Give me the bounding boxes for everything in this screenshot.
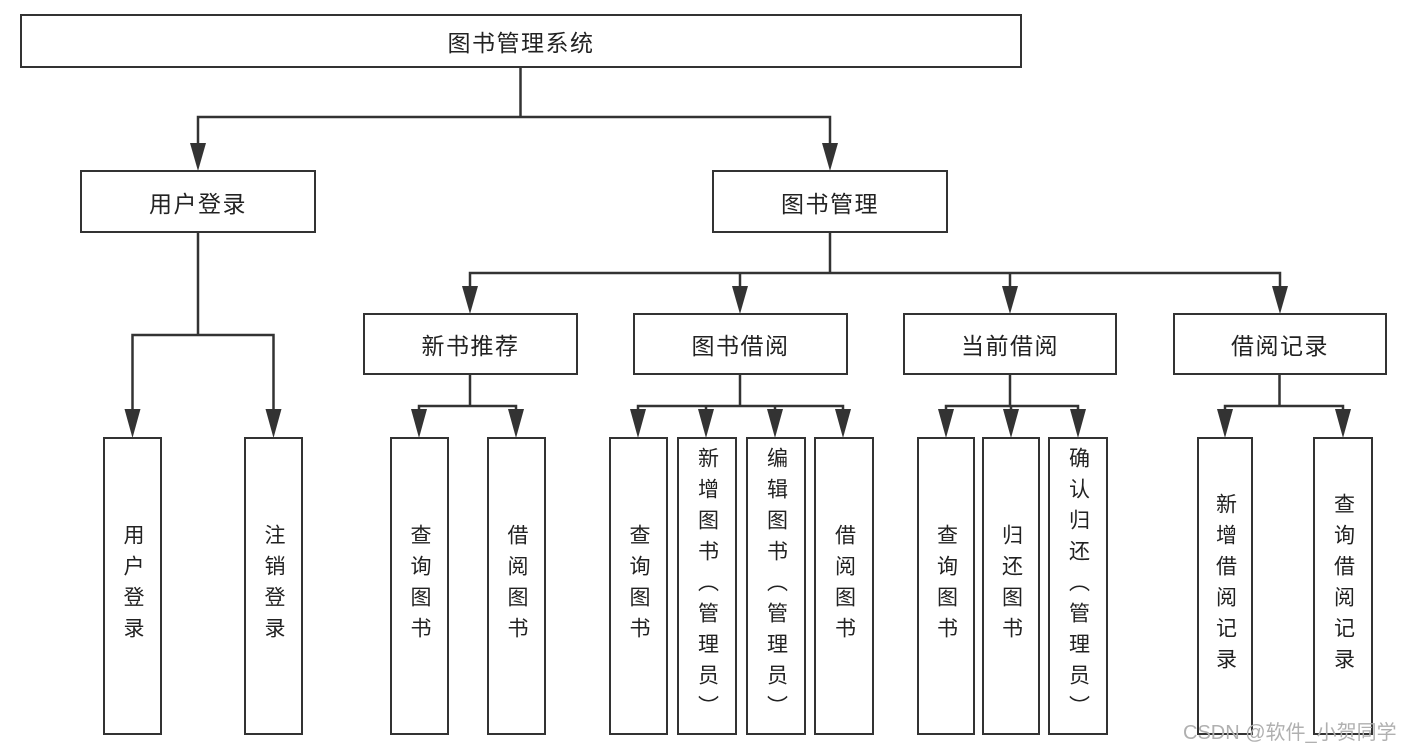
arrowhead	[508, 409, 524, 438]
leaf-recommend-search-books: 查询图书	[390, 437, 449, 735]
leaf-edit-books-admin-label: 编辑图书（管理员）	[764, 446, 788, 726]
leaf-confirm-return-admin: 确认归还（管理员）	[1048, 437, 1108, 735]
leaf-logout-label: 注销登录	[262, 524, 285, 648]
csdn-watermark: CSDN @软件_小贺同学	[1183, 722, 1397, 744]
arrowhead	[630, 409, 646, 438]
leaf-borrow-books-label: 借阅图书	[832, 524, 856, 648]
leaf-current-search-books: 查询图书	[917, 437, 975, 735]
leaf-borrow-search-books: 查询图书	[609, 437, 668, 735]
leaf-search-borrow-record-label: 查询借阅记录	[1331, 493, 1355, 679]
arrowhead	[1217, 409, 1233, 438]
arrowhead	[732, 286, 748, 314]
leaf-confirm-return-admin-label: 确认归还（管理员）	[1066, 446, 1090, 726]
arrowhead	[1003, 409, 1019, 438]
leaf-logout: 注销登录	[244, 437, 303, 735]
arrowhead	[767, 409, 783, 438]
node-book-management: 图书管理	[712, 170, 948, 233]
node-user-login: 用户登录	[80, 170, 316, 233]
arrowhead	[1002, 286, 1018, 314]
leaf-return-books: 归还图书	[982, 437, 1040, 735]
arrowhead	[265, 409, 282, 438]
arrowhead	[190, 143, 206, 171]
leaf-search-borrow-record: 查询借阅记录	[1313, 437, 1373, 735]
arrowhead	[411, 409, 427, 438]
node-book-borrow-label: 图书借阅	[691, 333, 790, 359]
node-root-label: 图书管理系统	[447, 30, 595, 56]
leaf-add-borrow-record-label: 新增借阅记录	[1213, 493, 1237, 679]
arrowhead	[835, 409, 851, 438]
node-new-book-recommend: 新书推荐	[363, 313, 578, 375]
leaf-borrow-books: 借阅图书	[814, 437, 874, 735]
leaf-add-borrow-record: 新增借阅记录	[1197, 437, 1253, 735]
leaf-recommend-search-books-label: 查询图书	[408, 524, 431, 648]
leaf-borrow-search-books-label: 查询图书	[627, 524, 650, 648]
node-borrow-records: 借阅记录	[1173, 313, 1387, 375]
leaf-edit-books-admin: 编辑图书（管理员）	[746, 437, 806, 735]
node-book-borrow: 图书借阅	[633, 313, 848, 375]
arrowheads	[124, 143, 1351, 438]
node-user-login-label: 用户登录	[149, 190, 247, 217]
leaf-add-books-admin: 新增图书（管理员）	[677, 437, 737, 735]
arrowhead	[938, 409, 954, 438]
leaf-add-books-admin-label: 新增图书（管理员）	[695, 446, 719, 726]
arrowhead	[462, 286, 478, 314]
leaf-return-books-label: 归还图书	[999, 524, 1023, 648]
arrowhead	[822, 143, 838, 171]
leaf-user-login-label: 用户登录	[121, 524, 144, 648]
leaf-current-search-books-label: 查询图书	[934, 524, 958, 648]
arrowhead	[1070, 409, 1086, 438]
connector	[131, 64, 1345, 412]
arrowhead	[1335, 409, 1351, 438]
node-new-book-recommend-label: 新书推荐	[421, 333, 520, 359]
arrowhead	[1272, 286, 1288, 314]
arrowhead	[698, 409, 714, 438]
arrowhead	[124, 409, 141, 438]
node-root: 图书管理系统	[20, 14, 1022, 68]
node-current-borrow-label: 当前借阅	[961, 333, 1059, 359]
node-borrow-records-label: 借阅记录	[1231, 333, 1329, 359]
leaf-recommend-borrow-books-label: 借阅图书	[505, 524, 528, 648]
node-current-borrow: 当前借阅	[903, 313, 1117, 375]
leaf-recommend-borrow-books: 借阅图书	[487, 437, 546, 735]
node-book-management-label: 图书管理	[781, 190, 879, 217]
leaf-user-login: 用户登录	[103, 437, 162, 735]
